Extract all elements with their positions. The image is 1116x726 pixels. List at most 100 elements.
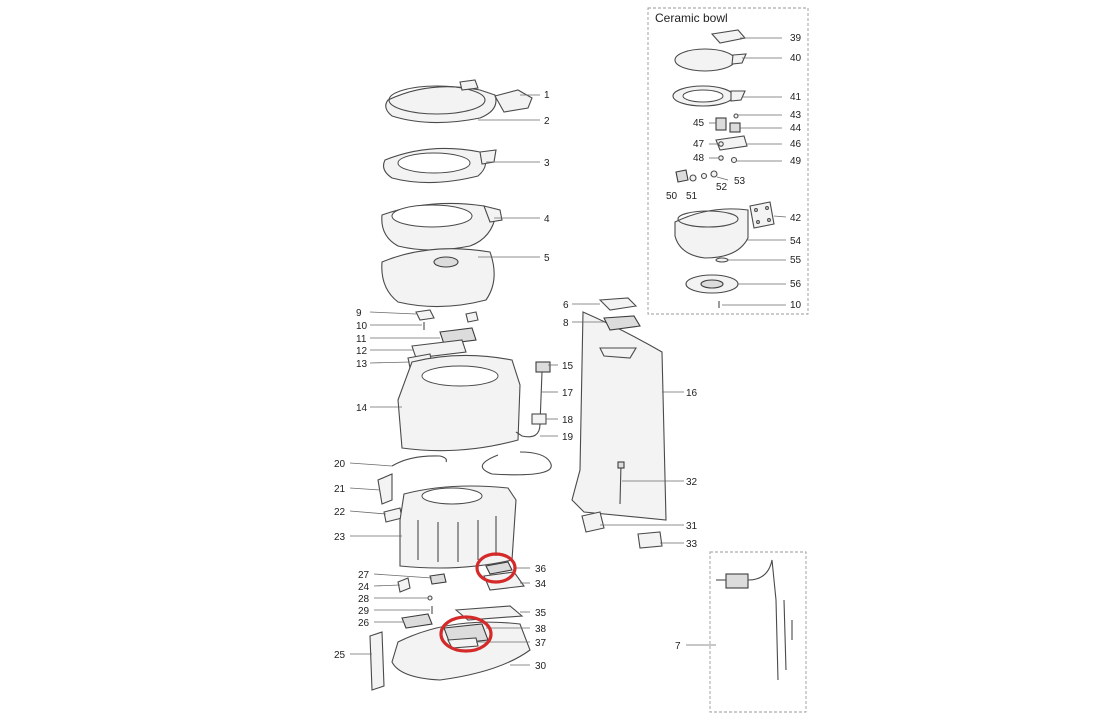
callout-45: 45 [693, 118, 705, 129]
callout-21: 21 [334, 484, 346, 495]
callout-17: 17 [562, 388, 574, 399]
part-2-lid-top [388, 85, 486, 115]
callout-7: 7 [675, 641, 681, 652]
callout-52: 52 [716, 182, 728, 193]
part-54-bowl-rim [677, 210, 739, 228]
part-32-float [617, 461, 625, 469]
callout-46: 46 [790, 139, 802, 150]
part-18-valve [531, 413, 547, 425]
part-51-washer [689, 174, 697, 182]
callout-51: 51 [686, 191, 698, 202]
callout-47: 47 [693, 139, 705, 150]
callout-19: 19 [562, 432, 574, 443]
callout-53: 53 [734, 176, 746, 187]
callout-12: 12 [356, 346, 368, 357]
part-7-wiring [747, 559, 779, 681]
callout-37: 37 [535, 638, 547, 649]
part-19-hose [481, 451, 552, 476]
part-22-clip [383, 507, 403, 523]
callout-34: 34 [535, 579, 547, 590]
part-25-handle [369, 631, 385, 691]
part-1-hinge-cover [494, 89, 533, 113]
part-20-seal [391, 455, 447, 467]
callout-28: 28 [358, 594, 370, 605]
callout-3: 3 [544, 158, 550, 169]
part-46-plate [715, 135, 748, 151]
callout-22: 22 [334, 507, 346, 518]
leader [373, 573, 433, 579]
part-48-nut [718, 155, 724, 161]
callout-41: 41 [790, 92, 802, 103]
part-52-washer [700, 172, 708, 180]
leader [349, 487, 381, 491]
main-assembly: 1 2 3 4 5 6 8 9 10 11 12 13 14 15 17 18 … [334, 79, 807, 713]
leader [773, 215, 787, 218]
callout-29: 29 [358, 606, 370, 617]
callout-54: 54 [790, 236, 802, 247]
part-9-clip-right [465, 311, 479, 323]
part-21-bracket [377, 473, 393, 505]
leader [349, 462, 393, 467]
callout-2: 2 [544, 116, 550, 127]
inset-title: Ceramic bowl [655, 11, 728, 25]
callout-1: 1 [544, 90, 550, 101]
part-24-tab [397, 577, 411, 593]
part-12-slide-plate [411, 339, 467, 359]
callout-56: 56 [790, 279, 802, 290]
electrical-inset-frame [709, 551, 807, 713]
callout-36: 36 [535, 564, 547, 575]
part-40-lid-tab [731, 53, 747, 65]
callout-5: 5 [544, 253, 550, 264]
part-44-clip [729, 122, 741, 133]
callout-16: 16 [686, 388, 698, 399]
part-40-lid [674, 48, 736, 72]
leader [716, 176, 729, 181]
part-11-seal-plate [439, 327, 477, 345]
part-41-seat-tab [730, 90, 746, 102]
part-16-window [599, 347, 637, 359]
part-45-bracket [715, 117, 727, 131]
callout-31: 31 [686, 521, 698, 532]
part-2-lid [385, 86, 497, 124]
wire [783, 599, 787, 671]
part-14-opening [421, 365, 499, 387]
callout-10: 10 [356, 321, 368, 332]
highlight-circle-slider [475, 552, 517, 584]
callout-25: 25 [334, 650, 346, 661]
part-33-plate [637, 531, 663, 549]
part-5-outlet [433, 256, 459, 268]
part-28-washer [427, 595, 433, 601]
callout-50: 50 [666, 191, 678, 202]
part-6-cap [598, 297, 638, 311]
part-53-nut [710, 170, 718, 178]
part-41-seat-opening [682, 89, 724, 103]
ceramic-bowl-inset: Ceramic bowl [647, 7, 809, 315]
callout-23: 23 [334, 532, 346, 543]
callout-24: 24 [358, 582, 370, 593]
part-4-bowl-opening [391, 204, 473, 228]
callout-10-inset: 10 [790, 300, 802, 311]
part-15-nozzle [535, 361, 551, 373]
part-3-seat-opening [397, 152, 471, 174]
callout-6: 6 [563, 300, 569, 311]
callout-27: 27 [358, 570, 370, 581]
part-2-lid-tab [459, 79, 479, 91]
part-39-hinge-cover [710, 29, 747, 44]
part-9-clip [415, 309, 435, 321]
callout-55: 55 [790, 255, 802, 266]
callout-30: 30 [535, 661, 547, 672]
callout-44: 44 [790, 123, 802, 134]
part-36-slider [485, 561, 513, 575]
part-27-catch [429, 573, 447, 585]
callout-13: 13 [356, 359, 368, 370]
leader [349, 510, 387, 515]
part-19-elbow [515, 423, 541, 438]
part-8-plate [603, 315, 641, 331]
part-37-seal [447, 637, 479, 649]
callout-35: 35 [535, 608, 547, 619]
part-42-hole [754, 208, 758, 212]
callout-11: 11 [356, 334, 367, 345]
callout-48: 48 [693, 153, 705, 164]
